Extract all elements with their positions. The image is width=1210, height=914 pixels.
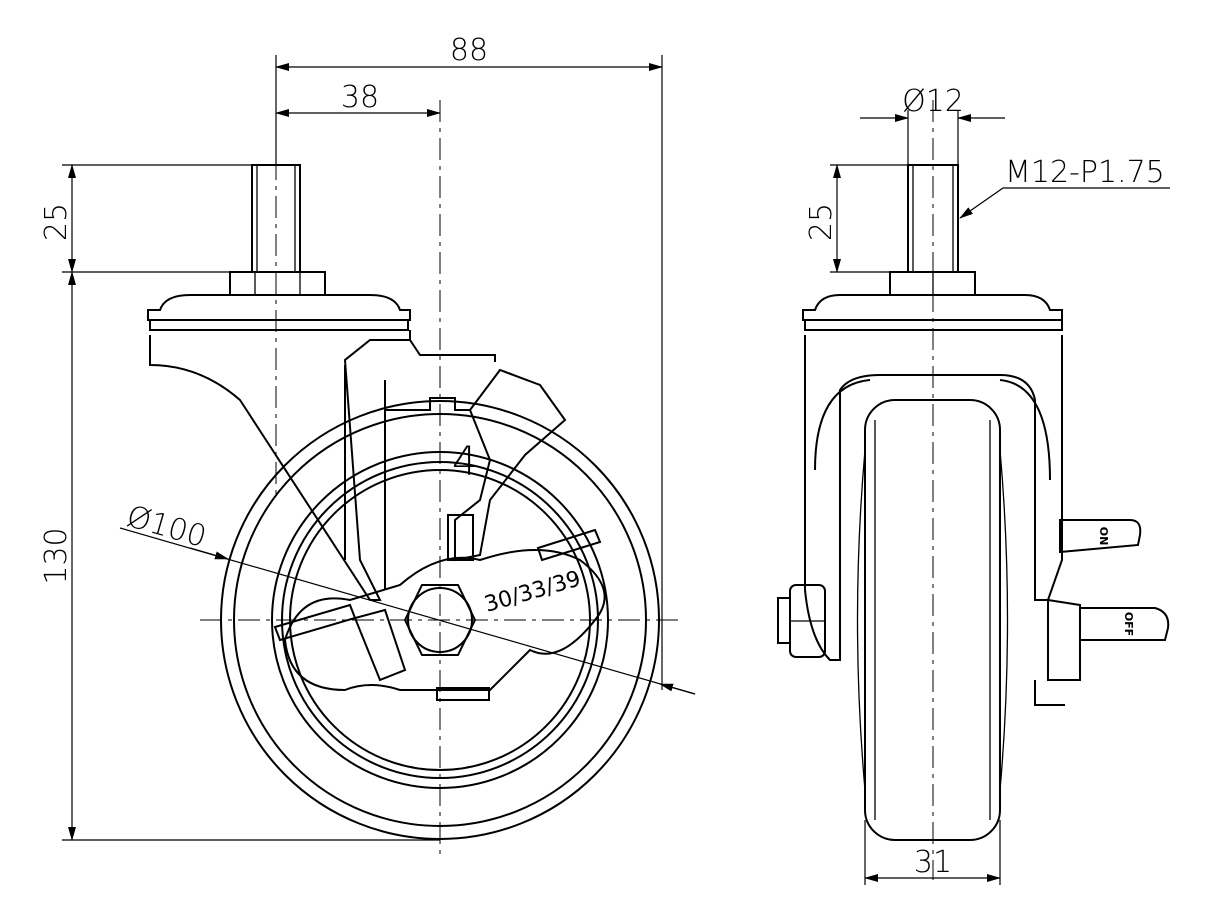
dim-12-label: Ø12 (902, 84, 964, 119)
dim-38: 38 (275, 80, 441, 117)
front-axle-bolt (777, 597, 791, 644)
dim-25-front-label: 25 (804, 203, 839, 241)
thread-callout: M12-P1.75 (959, 155, 1170, 219)
front-view: ON OFF Ø12 M12-P1.75 25 (777, 84, 1170, 885)
side-hub-plate (283, 549, 606, 692)
dim-31-label: 31 (914, 845, 952, 880)
dim-31: 31 (864, 820, 1001, 885)
side-view: 88 38 25 130 Ø100 4 30/33/39 (39, 33, 696, 860)
dim-100-label: Ø100 (123, 499, 210, 555)
side-top-plate (147, 294, 411, 321)
side-nut (229, 271, 326, 296)
dim-130: 130 (39, 271, 440, 841)
side-brake (454, 368, 567, 562)
dim-diameter-12: Ø12 (860, 84, 1005, 165)
dim-130-label: 130 (39, 527, 74, 584)
dim-25-front: 25 (804, 164, 908, 273)
dim-25-side-label: 25 (39, 203, 74, 241)
thread-spec-label: M12-P1.75 (1005, 155, 1165, 190)
brake-off-label: OFF (1122, 612, 1135, 636)
front-fork (804, 335, 1063, 661)
brake-on-label: ON (1097, 527, 1110, 546)
dim-88: 88 (275, 33, 663, 690)
brake-pedal-on: ON (1059, 519, 1142, 554)
part-number-label: 4 (452, 439, 477, 485)
dim-38-label: 38 (341, 80, 379, 115)
dim-diameter-100: Ø100 (119, 499, 696, 695)
dim-25-side: 25 (39, 164, 252, 273)
dim-88-label: 88 (450, 33, 488, 68)
brake-pedal-off: OFF (1034, 598, 1170, 706)
side-fork (149, 330, 496, 601)
front-top-plate (802, 294, 1063, 321)
bore-label: 30/33/39 (482, 566, 584, 617)
